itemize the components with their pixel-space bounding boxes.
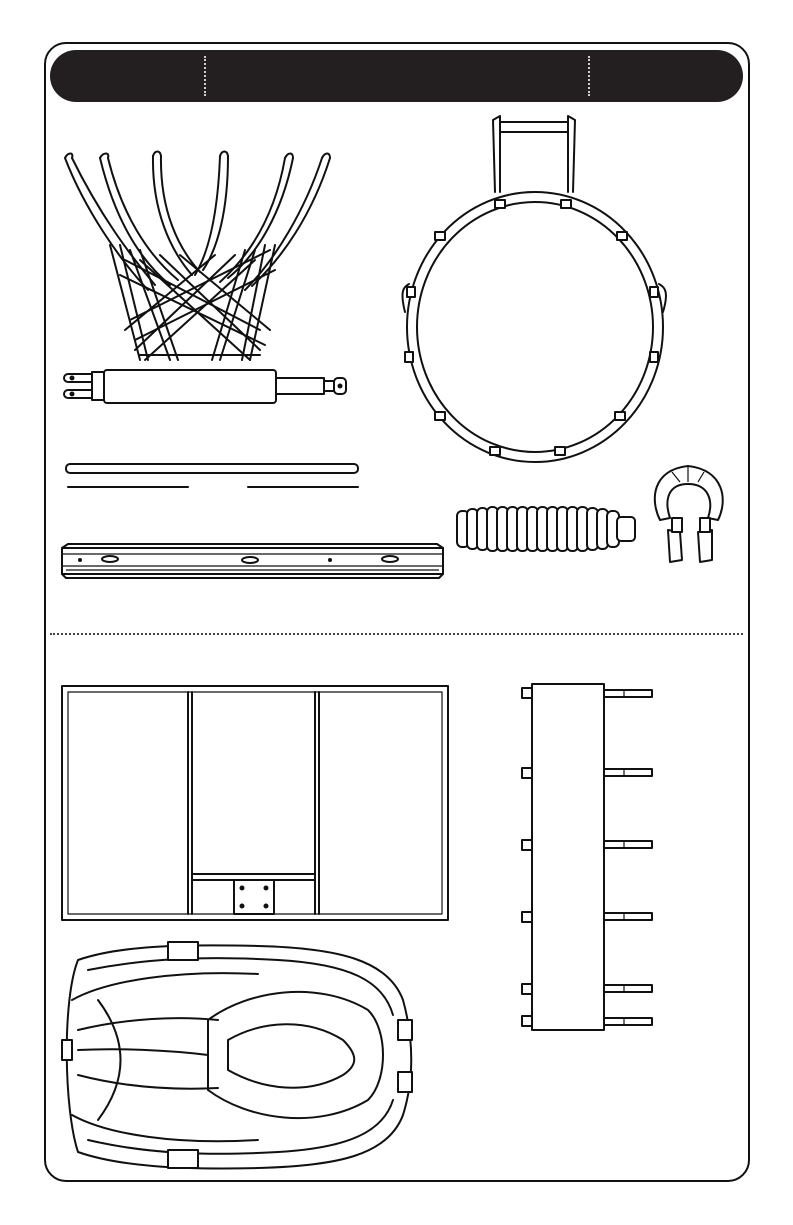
backboard-icon — [60, 684, 450, 922]
rod-icon — [64, 462, 360, 490]
basketball-rim-icon — [395, 112, 675, 467]
header-divider — [588, 56, 590, 96]
section-divider — [50, 633, 743, 635]
bellows-sleeve-icon — [455, 505, 640, 553]
header-bar — [50, 50, 743, 102]
base-icon — [58, 940, 418, 1172]
basketball-net-icon — [60, 150, 335, 365]
clamp-icon — [650, 460, 730, 565]
header-divider — [204, 56, 206, 96]
frame-rack-icon — [522, 682, 657, 1034]
gas-spring-icon — [62, 370, 352, 405]
channel-bracket-icon — [60, 544, 445, 580]
